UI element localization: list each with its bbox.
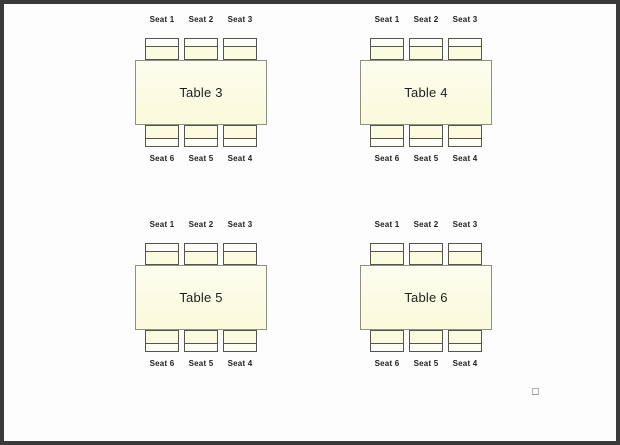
seat-label: Seat 5: [413, 154, 439, 163]
seat-label: Seat 1: [374, 220, 400, 229]
seat-label: Seat 3: [452, 220, 478, 229]
chair-shape[interactable]: [223, 243, 257, 265]
chair-shape[interactable]: [409, 330, 443, 352]
seat-label: Seat 3: [227, 220, 253, 229]
seat-label: Seat 5: [188, 359, 214, 368]
chair-shape[interactable]: [145, 330, 179, 352]
chair-shape[interactable]: [145, 38, 179, 60]
table-shape[interactable]: Table 6: [360, 265, 492, 330]
seat-label: Seat 4: [227, 359, 253, 368]
chair-shape[interactable]: [370, 38, 404, 60]
seat-label: Seat 3: [452, 15, 478, 24]
chair-shape[interactable]: [145, 125, 179, 147]
seat-label: Seat 2: [413, 220, 439, 229]
table-group-5: Seat 1 Seat 2 Seat 3 Table 5 Seat 6 Seat…: [135, 219, 267, 371]
table-group-3: Seat 1 Seat 2 Seat 3 Table 3 Seat 6 Seat…: [135, 14, 267, 166]
seat-label: Seat 6: [149, 359, 175, 368]
table-group-4: Seat 1 Seat 2 Seat 3 Table 4 Seat 6 Seat…: [360, 14, 492, 166]
seat-label: Seat 1: [149, 15, 175, 24]
seat-label: Seat 2: [413, 15, 439, 24]
chair-shape[interactable]: [409, 38, 443, 60]
chair-shape[interactable]: [184, 38, 218, 60]
chair-shape[interactable]: [409, 243, 443, 265]
chair-shape[interactable]: [448, 243, 482, 265]
seat-label: Seat 4: [227, 154, 253, 163]
chair-shape[interactable]: [448, 38, 482, 60]
seat-label: Seat 4: [452, 359, 478, 368]
seat-label: Seat 6: [374, 359, 400, 368]
chair-shape[interactable]: [145, 243, 179, 265]
seat-label: Seat 4: [452, 154, 478, 163]
seat-label: Seat 5: [188, 154, 214, 163]
chair-shape[interactable]: [184, 125, 218, 147]
table-shape[interactable]: Table 4: [360, 60, 492, 125]
chair-shape[interactable]: [370, 125, 404, 147]
table-name: Table 5: [179, 290, 223, 305]
seat-label: Seat 1: [149, 220, 175, 229]
table-name: Table 6: [404, 290, 448, 305]
table-shape[interactable]: Table 3: [135, 60, 267, 125]
chair-shape[interactable]: [223, 38, 257, 60]
table-name: Table 4: [404, 85, 448, 100]
placeholder-square-icon: [532, 388, 539, 395]
chair-shape[interactable]: [370, 330, 404, 352]
chair-shape[interactable]: [184, 330, 218, 352]
seat-label: Seat 2: [188, 220, 214, 229]
chair-shape[interactable]: [223, 330, 257, 352]
seat-label: Seat 6: [149, 154, 175, 163]
seat-label: Seat 1: [374, 15, 400, 24]
seat-label: Seat 5: [413, 359, 439, 368]
seat-label: Seat 6: [374, 154, 400, 163]
chair-shape[interactable]: [448, 330, 482, 352]
chair-shape[interactable]: [184, 243, 218, 265]
chair-shape[interactable]: [448, 125, 482, 147]
chair-shape[interactable]: [409, 125, 443, 147]
chair-shape[interactable]: [370, 243, 404, 265]
table-group-6: Seat 1 Seat 2 Seat 3 Table 6 Seat 6 Seat…: [360, 219, 492, 371]
seat-label: Seat 2: [188, 15, 214, 24]
chair-shape[interactable]: [223, 125, 257, 147]
table-name: Table 3: [179, 85, 223, 100]
seat-label: Seat 3: [227, 15, 253, 24]
table-shape[interactable]: Table 5: [135, 265, 267, 330]
